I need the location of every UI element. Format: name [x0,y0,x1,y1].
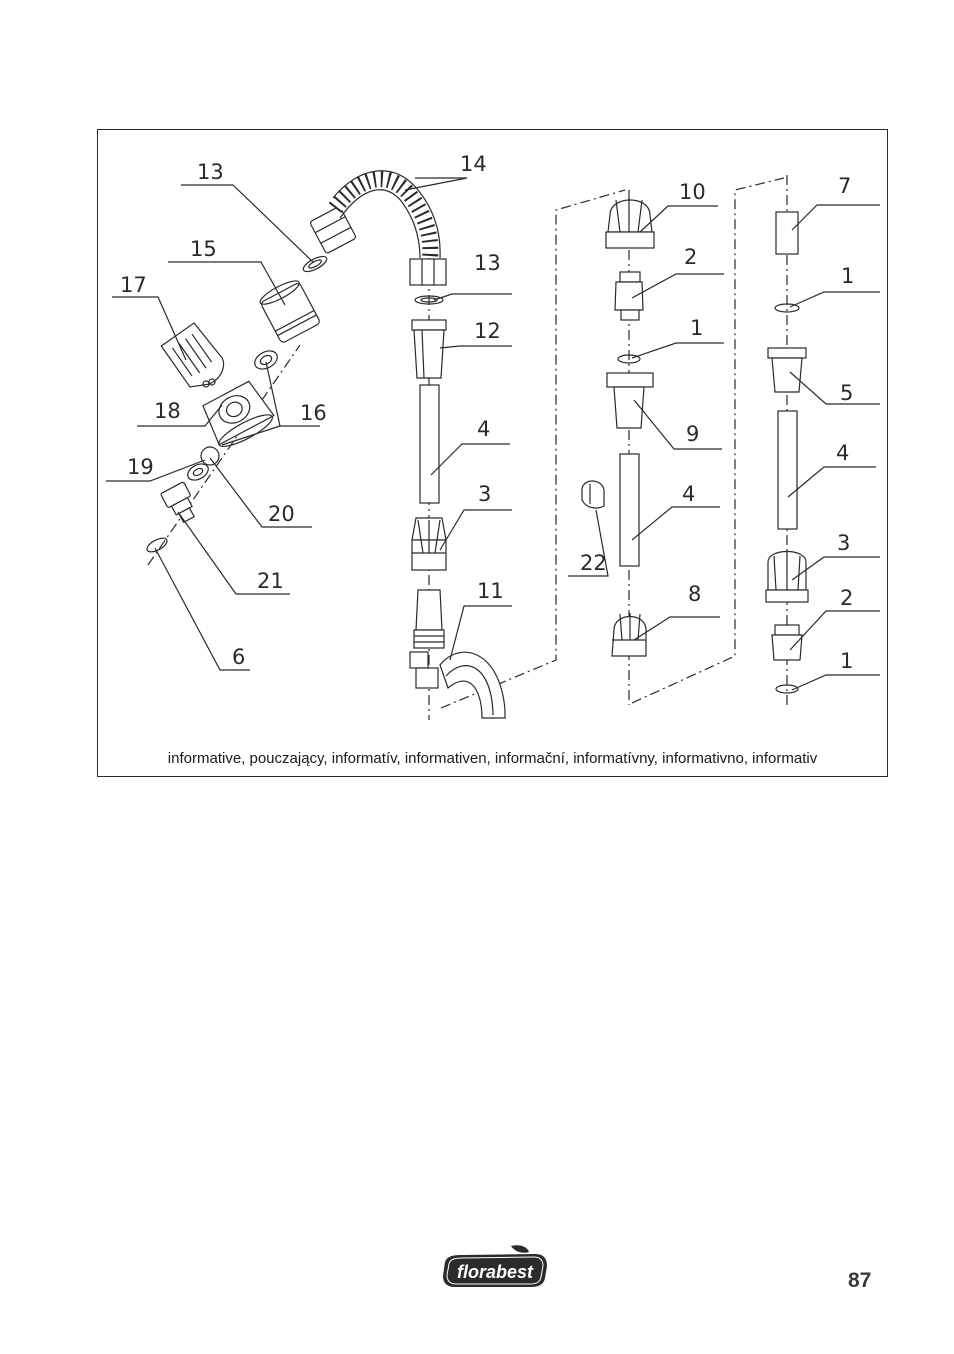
middle-column [568,198,724,657]
part-label: 18 [154,399,181,423]
part-label: 6 [232,645,245,669]
part-label: 10 [679,180,706,204]
part-label: 1 [841,264,854,288]
brand-logo-text: florabest [457,1262,534,1282]
part-labels: 13 14 15 17 18 16 19 20 21 6 13 12 4 3 1… [120,152,854,673]
part-label: 4 [836,441,849,465]
part-label: 9 [686,422,699,446]
part-label: 3 [478,482,491,506]
part-label: 22 [580,551,607,575]
lance-column [409,258,512,719]
part-label: 2 [840,586,853,610]
part-label: 21 [257,569,284,593]
part-label: 3 [837,531,850,555]
part-label: 5 [840,381,853,405]
part-label: 2 [684,245,697,269]
part-label: 19 [127,455,154,479]
page-number: 87 [848,1269,872,1292]
part-label: 20 [268,502,295,526]
part-label: 4 [682,482,695,506]
part-label: 1 [840,649,853,673]
sprayer-head-group [106,170,468,671]
part-label: 1 [690,316,703,340]
part-label: 14 [460,152,487,176]
part-label: 16 [300,401,327,425]
part-label: 12 [474,319,501,343]
part-label: 13 [474,251,501,275]
part-label: 4 [477,417,490,441]
part-label: 17 [120,273,147,297]
figure-caption: informative, pouczający, informatív, inf… [167,750,818,767]
part-label: 13 [197,160,224,184]
part-label: 7 [838,174,851,198]
part-label: 11 [477,579,504,603]
brand-logo: florabest [443,1245,547,1287]
part-label: 8 [688,582,701,606]
right-column [765,204,880,694]
part-label: 15 [190,237,217,261]
